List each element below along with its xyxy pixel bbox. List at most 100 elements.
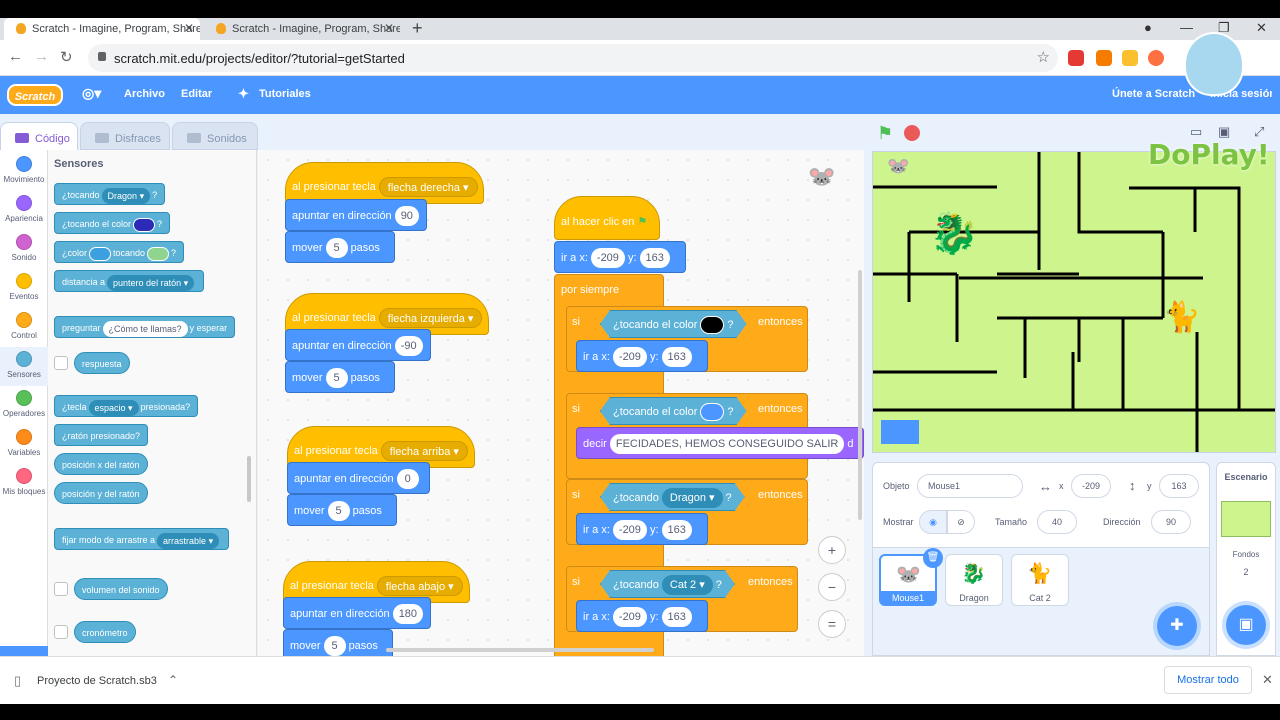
touching-color-condition[interactable]: ¿tocando el color?	[600, 397, 747, 425]
sprite-thumb-mouse1[interactable]: 🐭 Mouse1	[879, 554, 937, 606]
back-icon[interactable]: ←	[8, 48, 23, 65]
stage-canvas[interactable]: 🐭 🐉 🐈	[872, 151, 1276, 453]
sprite-name-input[interactable]: Mouse1	[917, 474, 1023, 498]
green-flag-button[interactable]: ⚑	[877, 123, 893, 144]
large-stage-icon[interactable]: ▣	[1218, 124, 1231, 139]
touching-color-block[interactable]: ¿tocando el color?	[54, 212, 171, 234]
cat-sprite-icon[interactable]: 🐈	[1163, 301, 1201, 334]
globe-icon[interactable]: ◎▾	[82, 85, 102, 101]
reload-icon[interactable]: ↻	[60, 49, 73, 66]
zoom-reset-button[interactable]: =	[818, 610, 846, 638]
category-my-blocks[interactable]: Mis bloques	[0, 464, 48, 503]
bookmark-star-icon[interactable]: ☆	[1036, 49, 1050, 66]
close-tab-icon[interactable]: ✕	[383, 21, 394, 35]
category-sound[interactable]: Sonido	[0, 230, 48, 269]
mouse-y-reporter[interactable]: posición y del ratón	[54, 482, 148, 504]
answer-reporter[interactable]: respuesta	[74, 352, 130, 374]
download-filename[interactable]: Proyecto de Scratch.sb3	[37, 675, 157, 687]
menu-edit[interactable]: Editar	[181, 88, 213, 100]
show-hidden-button[interactable]: ⊘	[947, 510, 975, 534]
fullscreen-icon[interactable]: ⤢	[1254, 124, 1265, 139]
color-swatch-black[interactable]	[700, 316, 724, 334]
ask-and-wait-block[interactable]: preguntar¿Cómo te llamas?y esperar	[54, 316, 236, 338]
extension-icon[interactable]	[1122, 50, 1138, 66]
category-control[interactable]: Control	[0, 308, 48, 347]
menu-file[interactable]: Archivo	[124, 88, 165, 100]
small-stage-icon[interactable]: ▭	[1190, 124, 1203, 139]
stop-button[interactable]	[904, 125, 920, 141]
add-sprite-button[interactable]: ✚	[1157, 606, 1197, 646]
sprite-thumb-cat2[interactable]: 🐈 Cat 2	[1011, 554, 1069, 606]
palette-scrollbar[interactable]	[247, 456, 251, 502]
category-operators[interactable]: Operadores	[0, 386, 48, 425]
timer-checkbox[interactable]	[54, 625, 68, 639]
point-in-direction-block[interactable]: apuntar en dirección-90	[285, 329, 431, 361]
extension-icon[interactable]	[1096, 50, 1112, 66]
loudness-reporter[interactable]: volumen del sonido	[74, 578, 168, 600]
delete-sprite-button[interactable]: 🗑	[923, 548, 943, 568]
zoom-in-button[interactable]: +	[818, 536, 846, 564]
forward-icon[interactable]: →	[34, 48, 49, 65]
category-sensing[interactable]: Sensores	[0, 347, 48, 386]
timer-reporter[interactable]: cronómetro	[74, 621, 136, 643]
mouse-sprite-icon[interactable]: 🐭	[887, 156, 910, 176]
url-field[interactable]: scratch.mit.edu/projects/editor/?tutoria…	[88, 44, 1058, 72]
scratch-logo[interactable]: Scratch	[7, 84, 63, 106]
tab-costumes[interactable]: Disfraces	[80, 122, 170, 150]
horizontal-scrollbar[interactable]	[386, 648, 654, 652]
maximize-button[interactable]: ❐	[1218, 20, 1230, 35]
category-looks[interactable]: Apariencia	[0, 191, 48, 230]
touching-color-condition[interactable]: ¿tocando el color?	[600, 310, 747, 338]
color-swatch-blue[interactable]	[700, 403, 724, 421]
extension-icon[interactable]	[1148, 50, 1164, 66]
direction-input[interactable]: 90	[1151, 510, 1191, 534]
browser-tab-active[interactable]: Scratch - Imagine, Program, Share ✕	[4, 18, 200, 40]
when-flag-clicked-hat[interactable]: al hacer clic en ⚑	[554, 196, 660, 240]
stage-selector-panel[interactable]: Escenario Fondos 2 ▣	[1216, 462, 1276, 656]
show-all-button[interactable]: Mostrar todo	[1164, 666, 1252, 694]
new-tab-button[interactable]: +	[412, 18, 423, 38]
close-downloads-icon[interactable]: ✕	[1262, 672, 1273, 687]
loudness-checkbox[interactable]	[54, 582, 68, 596]
close-window-button[interactable]: ✕	[1256, 20, 1267, 35]
mouse-down-block[interactable]: ¿ratón presionado?	[54, 424, 149, 446]
mouse-x-reporter[interactable]: posición x del ratón	[54, 453, 148, 475]
adblock-extension-icon[interactable]	[1068, 50, 1084, 66]
tab-code[interactable]: Código	[0, 122, 78, 150]
chevron-up-icon[interactable]: ⌃	[168, 673, 179, 687]
tab-sounds[interactable]: Sonidos	[172, 122, 258, 150]
vertical-scrollbar[interactable]	[858, 270, 862, 520]
category-events[interactable]: Eventos	[0, 269, 48, 308]
category-variables[interactable]: Variables	[0, 425, 48, 464]
zoom-out-button[interactable]: −	[818, 573, 846, 601]
browser-tab[interactable]: Scratch - Imagine, Program, Share ✕	[204, 18, 400, 40]
answer-checkbox[interactable]	[54, 356, 68, 370]
y-input[interactable]: 163	[1159, 474, 1199, 498]
category-motion[interactable]: Movimiento	[0, 152, 48, 191]
add-backdrop-button[interactable]: ▣	[1226, 605, 1266, 645]
minimize-button[interactable]: —	[1180, 20, 1193, 35]
close-tab-icon[interactable]: ✕	[183, 21, 194, 35]
profile-icon[interactable]: ●	[1144, 20, 1152, 35]
menu-tutorials[interactable]: Tutoriales	[259, 88, 311, 100]
